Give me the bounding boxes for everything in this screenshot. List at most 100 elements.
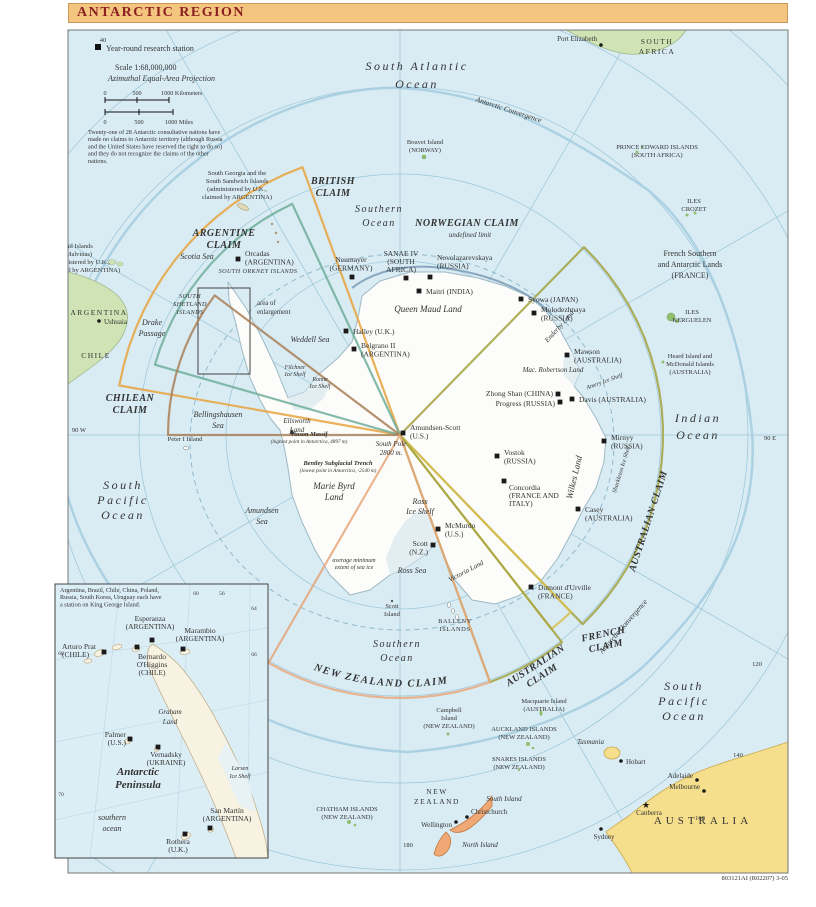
scalebar-miles — [104, 109, 174, 115]
balleny-island-2 — [451, 608, 455, 614]
tasmania-label: Tasmania — [577, 738, 604, 746]
station-marker-orcadas — [235, 256, 241, 262]
scalebar-km-1000: 1000 Kilometers — [161, 90, 203, 97]
area-of-enlargement-box — [197, 287, 251, 375]
amery-ice-shelf-area — [563, 352, 580, 386]
inset-grid-label-60: 60 — [193, 591, 199, 597]
falkland-islands-label: Falkland Islands(Islas Malvinas)(adminis… — [50, 243, 120, 274]
chatham-island-2 — [353, 823, 357, 827]
region-queen-maud-land: Queen Maud Land — [394, 304, 462, 314]
graticule-label-160: 160 — [695, 815, 705, 822]
bouvet-island-label: Bouvet Island(NORWAY) — [407, 139, 444, 154]
city-label-port-elizabeth: Port Elizabeth — [557, 35, 597, 43]
station-marker-belgrano-ii — [351, 346, 357, 352]
station-marker-zhong-shan — [555, 391, 561, 397]
south-sandwich-island-3 — [276, 240, 280, 244]
south-sandwich-island-2 — [274, 231, 278, 235]
inset-grid-label-66: 66 — [251, 652, 257, 658]
scott-island — [390, 599, 394, 603]
north-island-label: North Island — [461, 841, 498, 849]
station-label-molodezhnaya: Molodezhnaya(RUSSIA) — [541, 305, 586, 323]
inset-grid-label-70: 70 — [58, 792, 64, 798]
city-label-ushuaia: Ushuaia — [104, 318, 128, 326]
station-marker-halley — [343, 328, 349, 334]
campbell-island — [446, 732, 450, 736]
region-mac-robertson-land: Mac. Robertson Land — [522, 366, 584, 374]
territorial-claim-lines — [118, 166, 664, 700]
bouvet-island — [421, 154, 427, 160]
station-marker-casey — [575, 506, 581, 512]
legend-projection: Azimuthal Equal-Area Projection — [107, 74, 215, 83]
scalebar-mi-1000: 1000 Miles — [165, 119, 194, 126]
city-label-christchurch: Christchurch — [471, 808, 508, 816]
vinson-massif-label: Vinson Massif — [290, 431, 328, 438]
argentine-claim-boundary — [153, 202, 402, 437]
capital-star-canberra: ★ — [642, 801, 650, 811]
station-marker-mawson — [564, 352, 570, 358]
inset-station-marker-marambio — [180, 646, 186, 652]
king-george-note: Argentina, Brazil, Chile, China, Poland,… — [60, 587, 162, 608]
station-label-halley: Halley (U.K.) — [353, 327, 395, 336]
south-island-label: South Island — [486, 795, 522, 803]
south-america-landmass — [68, 271, 128, 385]
south-sandwich-island-1 — [270, 222, 274, 226]
inset-grid-label-68: 68 — [58, 651, 64, 657]
station-label-mcmurdo: McMurdo(U.S.) — [445, 521, 476, 539]
station-label-davis: Davis (AUSTRALIA) — [579, 395, 646, 404]
station-label-neumayer: Neumayer(GERMANY) — [330, 255, 373, 273]
vinson-massif-peak-marker — [289, 429, 295, 434]
iles-kerguelen — [666, 312, 676, 322]
inset-station-label-marambio: Marambio(ARGENTINA) — [176, 626, 225, 643]
tasmania-island — [603, 746, 621, 760]
graticule-label-140: 140 — [733, 752, 743, 759]
auckland-island-1 — [526, 742, 530, 746]
inset-station-label-esperanza: Esperanza(ARGENTINA) — [126, 614, 175, 631]
chilean-claim-boundary — [166, 294, 402, 437]
chatham-island-1 — [347, 820, 351, 824]
station-marker-neumayer — [349, 274, 355, 280]
station-label-belgrano-ii: Belgrano II(ARGENTINA) — [361, 341, 410, 359]
inset-station-marker-san-martin — [207, 825, 213, 831]
balleny-island-3 — [455, 614, 459, 620]
station-label-syowa: Syowa (JAPAN) — [528, 295, 578, 304]
station-label-amundsen-scott: Amundsen-Scott(U.S.) — [410, 423, 461, 441]
south-georgia-island — [237, 203, 249, 211]
city-label-wellington: Wellington — [421, 821, 452, 829]
inset-border — [54, 583, 269, 859]
snares-island — [517, 768, 521, 772]
falkland-islands — [107, 259, 117, 265]
norwegian-claim-label: NORWEGIAN CLAIM — [414, 218, 519, 229]
balleny-island-1 — [447, 602, 451, 608]
inset-station-marker-bernardo-o-higgins — [134, 644, 140, 650]
station-label-mirnyy: Mirnyy(RUSSIA) — [611, 433, 643, 451]
map-attribution: 803121AI (R02207) 3-05 — [722, 875, 788, 882]
british-claim-boundary — [118, 166, 402, 437]
scalebar-km — [104, 97, 170, 103]
station-marker-novolazarevskaya — [427, 274, 433, 280]
station-marker-concordia — [501, 478, 507, 484]
research-stations: Orcadas(ARGENTINA)Neumayer(GERMANY)SANAE… — [97, 35, 706, 841]
station-marker-molodezhnaya — [531, 310, 537, 316]
city-dot-christchurch — [465, 815, 469, 819]
ronne-ice-shelf-area — [288, 375, 330, 410]
prince-edward-island-2 — [640, 145, 644, 149]
station-label-scott: Scott(N.Z.) — [409, 539, 429, 557]
consultative-note: Twenty-one of 28 Antarctic consultative … — [88, 129, 223, 165]
